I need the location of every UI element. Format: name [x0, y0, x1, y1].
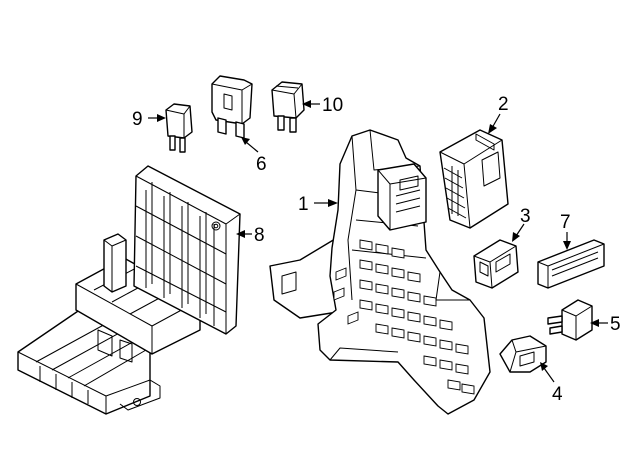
callout-9: 9	[132, 109, 143, 130]
callout-7: 7	[560, 212, 571, 233]
part-relay-angled[interactable]	[499, 335, 547, 373]
part-maxi-fuse[interactable]	[211, 75, 253, 139]
callout-6: 6	[256, 154, 267, 175]
callout-3: 3	[520, 206, 531, 227]
callout-4: 4	[552, 384, 563, 405]
callout-2: 2	[498, 94, 509, 115]
callout-labels: 1 2 3 4 5 6 7 8 9 10	[132, 94, 621, 405]
part-cartridge-fuse[interactable]	[271, 81, 305, 133]
part-fuse-strip[interactable]	[537, 239, 605, 289]
callout-8: 8	[254, 225, 265, 246]
part-control-module[interactable]	[439, 129, 509, 229]
part-fuse-relay-box-main[interactable]	[269, 129, 491, 415]
part-relay-small[interactable]	[547, 299, 593, 341]
part-mini-fuse[interactable]	[165, 103, 193, 153]
leader-lines	[148, 100, 608, 383]
part-relay[interactable]	[473, 239, 519, 289]
callout-5: 5	[610, 314, 621, 335]
socket-grid	[359, 239, 475, 395]
callout-10: 10	[322, 95, 343, 116]
callout-1: 1	[298, 194, 309, 215]
part-fuse-box-bracket[interactable]	[17, 165, 241, 415]
